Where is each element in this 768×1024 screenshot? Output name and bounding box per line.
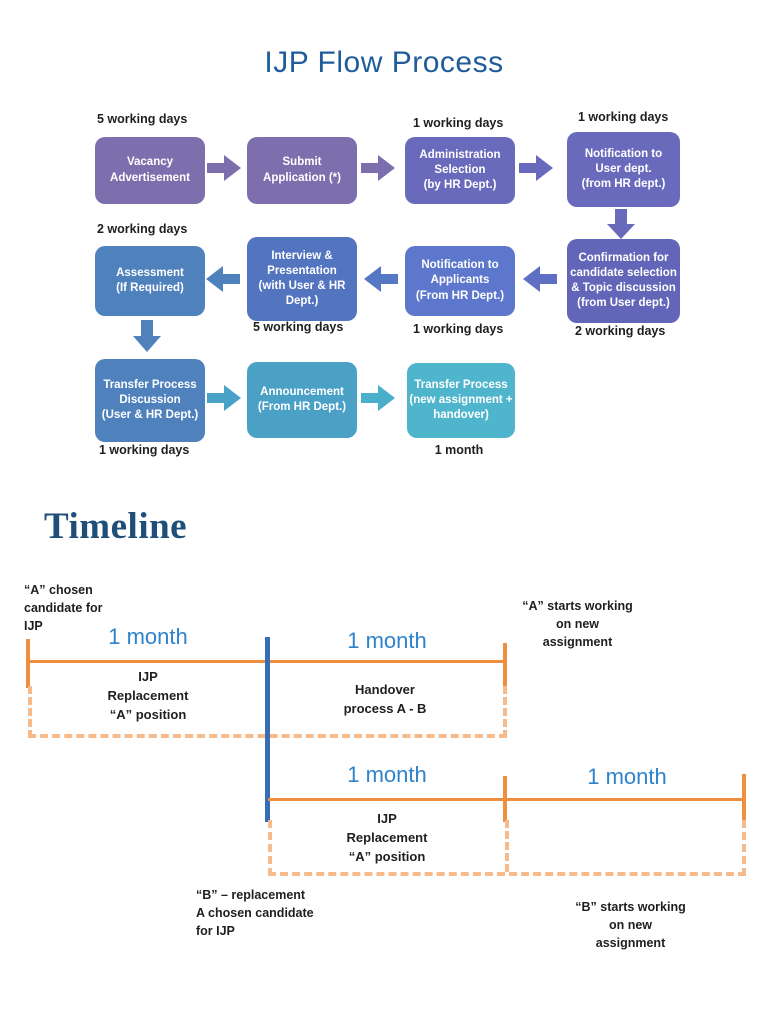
duration-label: 1 working days: [413, 322, 504, 336]
flow-box-submit-application: Submit Application (*): [247, 137, 357, 204]
arrow-down-icon: [607, 209, 635, 239]
timeline-2-mid-tick: [503, 776, 507, 822]
flow-box-transfer-process: Transfer Process (new assignment + hando…: [407, 363, 515, 438]
duration-label: 5 working days: [253, 320, 344, 334]
arrow-right-icon: [519, 155, 553, 181]
arrow-right-icon: [361, 155, 395, 181]
duration-label: 1 working days: [99, 443, 190, 457]
flow-box-transfer-process-discussion: Transfer Process Discussion (User & HR D…: [95, 359, 205, 442]
flow-box-vacancy-advertisement: Vacancy Advertisement: [95, 137, 205, 204]
timeline-heading: Timeline: [44, 506, 188, 547]
flow-box-administration-selection: Administration Selection (by HR Dept.): [405, 137, 515, 204]
timeline-1-left-tick: [26, 639, 30, 688]
label-a-chosen-candidate: “A” chosen candidate for IJP: [24, 583, 103, 634]
page-title: IJP Flow Process: [264, 46, 504, 79]
label-ijp-replacement-1: IJP Replacement “A” position: [107, 669, 189, 722]
duration-1-month-label: 1 month: [587, 764, 667, 789]
flow-box-confirmation-candidate: Confirmation for candidate selection & T…: [567, 239, 680, 323]
arrow-right-icon: [207, 155, 241, 181]
duration-1-month-label: 1 month: [347, 628, 427, 653]
flow-box-assessment: Assessment (If Required): [95, 246, 205, 316]
flow-box-notification-user-dept: Notification to User dept. (from HR dept…: [567, 132, 680, 207]
duration-1-month-label: 1 month: [347, 762, 427, 787]
label-b-replacement: “B” – replacement A chosen candidate for…: [196, 888, 314, 939]
label-a-starts-working: “A” starts working on new assignment: [522, 599, 633, 650]
arrow-left-icon: [206, 266, 240, 292]
timeline-2-dashed-region: [268, 820, 746, 876]
arrow-left-icon: [364, 266, 398, 292]
label-b-starts-working: “B” starts working on new assignment: [575, 900, 686, 951]
arrow-down-icon: [133, 320, 161, 352]
label-ijp-replacement-2: IJP Replacement “A” position: [346, 811, 428, 864]
duration-label: 2 working days: [97, 222, 188, 236]
arrow-right-icon: [361, 385, 395, 411]
label-handover-process: Handover process A - B: [343, 682, 427, 716]
duration-label: 2 working days: [575, 324, 666, 338]
duration-1-month-label: 1 month: [108, 624, 188, 649]
timeline-2-dashed-divider: [505, 820, 509, 872]
timeline-1-right-tick: [503, 643, 507, 689]
timeline-2-right-tick: [742, 774, 746, 821]
flow-box-interview-presentation: Interview & Presentation (with User & HR…: [247, 237, 357, 321]
flow-box-notification-applicants: Notification to Applicants (From HR Dept…: [405, 246, 515, 316]
duration-label: 5 working days: [97, 112, 188, 126]
duration-label: 1 working days: [413, 116, 504, 130]
duration-label: 1 working days: [578, 110, 669, 124]
flow-box-announcement: Announcement (From HR Dept.): [247, 362, 357, 438]
timeline-phase-divider: [265, 637, 270, 822]
arrow-right-icon: [207, 385, 241, 411]
arrow-left-icon: [523, 266, 557, 292]
duration-label: 1 month: [434, 443, 484, 457]
